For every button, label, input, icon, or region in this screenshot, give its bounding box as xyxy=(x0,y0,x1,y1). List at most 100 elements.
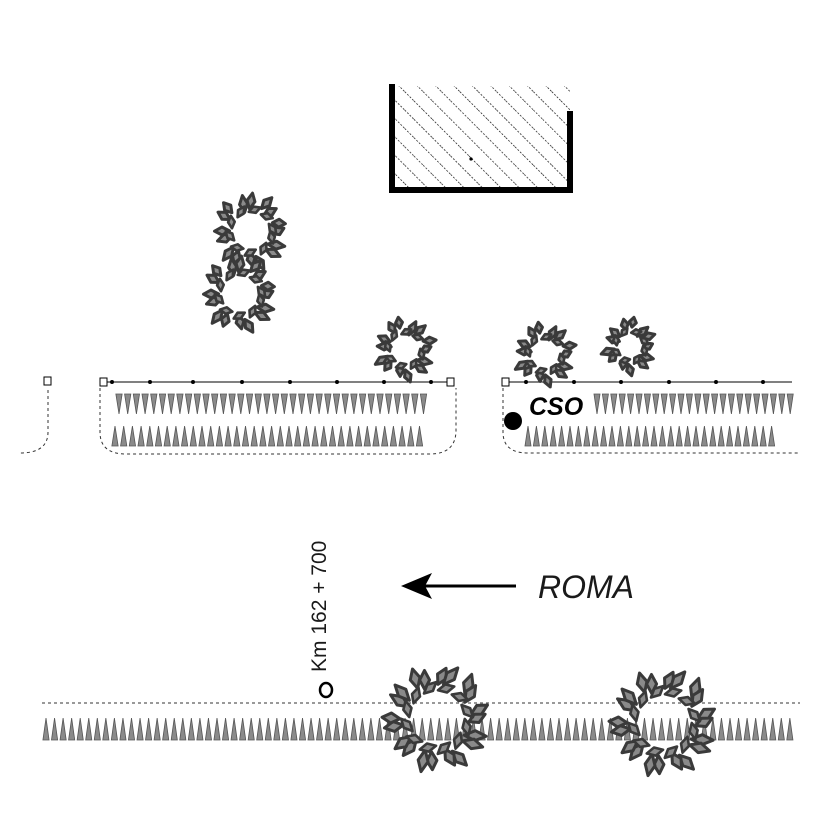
hedge-shrub xyxy=(694,393,702,415)
hedge-shrub xyxy=(324,393,332,415)
tree-leaf xyxy=(450,691,469,703)
hedge-shrub xyxy=(324,717,332,741)
tree-leaf xyxy=(243,317,255,334)
hedge-shrub xyxy=(642,425,650,447)
tree-leaf xyxy=(418,742,438,753)
tree-leaf xyxy=(677,695,696,707)
hedge-shrub xyxy=(625,425,633,447)
tree-leaf xyxy=(696,707,717,720)
hedge-shrub xyxy=(276,425,284,447)
hedge-shrub xyxy=(176,393,184,415)
hedge-shrub xyxy=(727,393,735,415)
tree-leaf xyxy=(543,373,553,389)
tree-leaf xyxy=(549,363,558,375)
tree-leaf xyxy=(461,717,472,737)
hedge-shrub xyxy=(389,425,397,447)
tree-leaf xyxy=(220,312,231,328)
hedge-shrub xyxy=(315,393,323,415)
hedge-shrub xyxy=(627,393,635,415)
tree-leaf xyxy=(527,325,537,340)
hedge-shrub xyxy=(51,717,59,741)
tree-leaf xyxy=(249,259,263,274)
tree xyxy=(373,315,438,384)
tree-leaf xyxy=(619,326,629,338)
tree xyxy=(513,320,578,389)
hedge-shrub xyxy=(120,425,128,447)
hedge-shrub xyxy=(667,425,675,447)
tree-leaf xyxy=(409,358,418,370)
fence-post xyxy=(524,380,528,384)
hedge-shrub xyxy=(751,425,759,447)
tree-leaf xyxy=(639,336,650,346)
hedge-shrub xyxy=(549,425,557,447)
tree-leaf xyxy=(205,273,221,284)
tree-leaf xyxy=(436,741,452,756)
tree-leaf xyxy=(259,280,276,292)
hedge-shrub xyxy=(616,425,624,447)
tree-leaf xyxy=(461,737,485,751)
hedge-shrub xyxy=(555,717,563,741)
hedge-shrub xyxy=(207,425,215,447)
fence-post xyxy=(572,380,576,384)
tree-leaf xyxy=(627,315,638,329)
tree-leaf xyxy=(530,334,539,347)
tree-leaf xyxy=(264,247,282,258)
hedge-shrub xyxy=(145,717,153,741)
tree-leaf xyxy=(236,205,246,219)
hedge-shrub xyxy=(660,393,668,415)
hedge-shrub xyxy=(601,393,609,415)
tree-leaf xyxy=(229,243,245,253)
hedge-shrub xyxy=(289,393,297,415)
hedge-shrub xyxy=(692,425,700,447)
tree-leaf xyxy=(620,739,640,755)
tree-leaf xyxy=(534,320,544,335)
hedge-shrub xyxy=(643,393,651,415)
hedge-shrub xyxy=(316,717,324,741)
tree-leaf xyxy=(422,680,438,695)
hedge-shrub xyxy=(181,425,189,447)
hedge-shrub xyxy=(375,717,383,741)
tree-leaf xyxy=(260,196,274,211)
fence-post xyxy=(240,380,244,384)
hedge-shrub xyxy=(600,425,608,447)
hedge-shrub xyxy=(759,425,767,447)
hedge-shrub xyxy=(598,717,606,741)
hedge-shrub xyxy=(769,717,777,741)
hedge-shrub xyxy=(650,425,658,447)
tree-leaf xyxy=(393,683,411,702)
hedge-shrub xyxy=(320,425,328,447)
tree-leaf xyxy=(441,666,460,687)
hedge-shrub xyxy=(786,717,794,741)
tree-leaf xyxy=(421,335,438,346)
tree-leaf xyxy=(256,285,267,299)
hedge-shrub xyxy=(154,425,163,447)
tree-leaf xyxy=(436,683,456,694)
tree-leaf xyxy=(625,362,635,378)
hedge-shrub xyxy=(254,393,262,415)
tree-leaf xyxy=(402,699,413,719)
tree-leaf xyxy=(452,731,464,750)
trees xyxy=(202,191,717,778)
tree-leaf xyxy=(270,217,287,229)
hedge-shrub xyxy=(769,393,777,415)
tree-leaf xyxy=(551,338,565,347)
hedge-shrub xyxy=(726,425,734,447)
tree xyxy=(380,666,490,774)
fence-post xyxy=(335,380,339,384)
hedge-shrub xyxy=(761,393,769,415)
tree xyxy=(607,670,717,778)
hedge-shrub xyxy=(68,717,76,741)
hedge-shrub xyxy=(709,425,717,447)
hedge-shrub xyxy=(211,393,219,415)
hedge-shrub xyxy=(247,717,255,741)
hedge-shrub xyxy=(124,393,132,415)
hedge-shrub xyxy=(102,717,110,741)
tree-leaf xyxy=(413,363,429,374)
hedge-shrub xyxy=(546,717,554,741)
tree-leaf xyxy=(637,690,649,709)
tree-leaf xyxy=(609,724,632,737)
hedge-shrub xyxy=(273,717,281,741)
hedge-shrub xyxy=(777,717,785,741)
hedge-shrub xyxy=(237,393,245,415)
hedge-shrub xyxy=(230,717,238,741)
